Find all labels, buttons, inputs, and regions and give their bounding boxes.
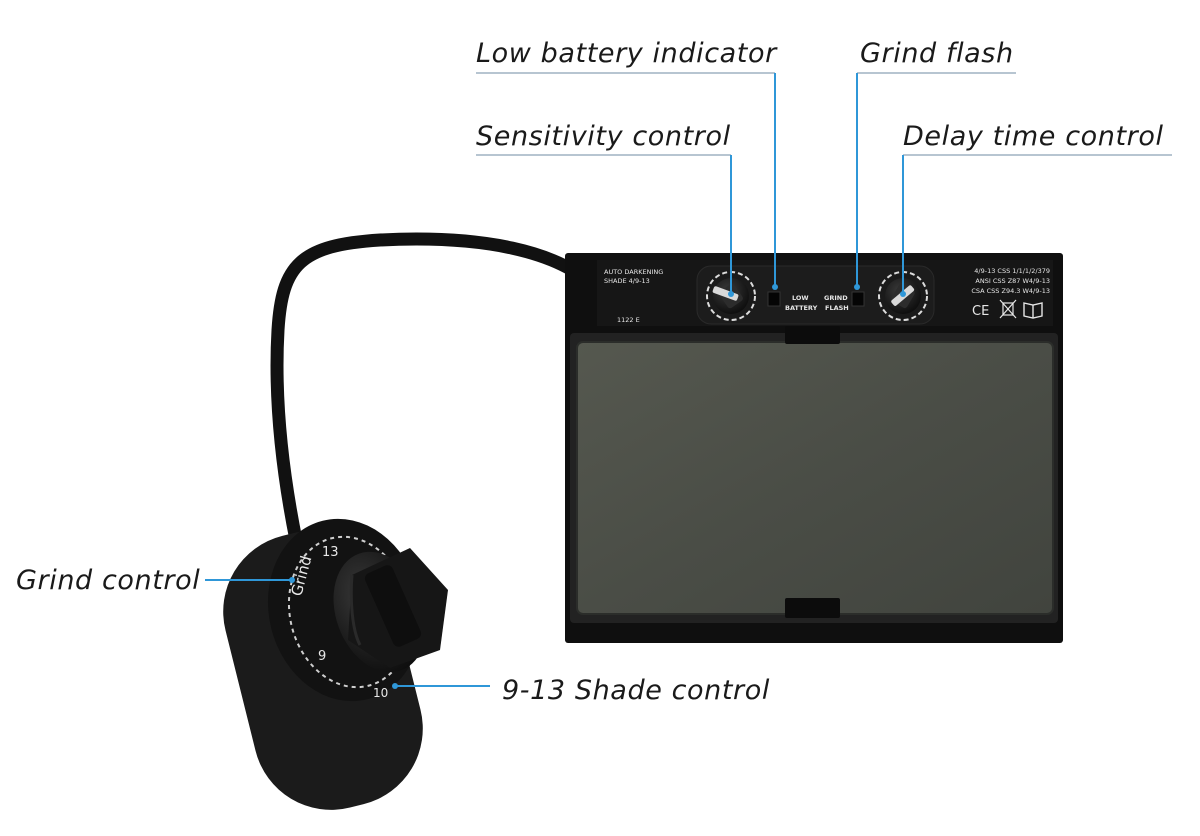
grind-flash-dot xyxy=(854,284,860,290)
grind-control-dot xyxy=(289,577,295,583)
battery-label: BATTERY xyxy=(785,304,818,312)
filter-cartridge: AUTO DARKENING SHADE 4/9-13 1122 E LOW B… xyxy=(565,253,1063,643)
low-label: LOW xyxy=(792,294,809,302)
shade-control-label: 9-13 Shade control xyxy=(502,675,770,706)
remote-control: Grind 13 9 10 xyxy=(223,518,448,810)
lens-bottom-clip xyxy=(785,598,840,618)
lens-window xyxy=(576,341,1054,615)
weee-bin-icon xyxy=(999,299,1017,319)
shade-mark-13: 13 xyxy=(322,545,339,560)
model-number: 1122 E xyxy=(617,316,640,324)
lens-top-clip xyxy=(785,326,840,344)
brand-line-1: AUTO DARKENING xyxy=(604,268,663,276)
low-battery-dot xyxy=(772,284,778,290)
low-battery-led xyxy=(767,291,781,307)
sensitivity-dot xyxy=(728,291,734,297)
control-strip xyxy=(696,265,935,325)
grind-control-label: Grind control xyxy=(16,565,200,596)
remote-cable xyxy=(270,232,605,547)
spec-line-2: ANSI CSS Z87 W4/9-13 xyxy=(975,277,1050,285)
grind-flash-led xyxy=(851,291,865,307)
shade-control-dot xyxy=(392,683,398,689)
grind-label: GRIND xyxy=(824,294,848,302)
manual-book-icon xyxy=(1023,302,1043,319)
low-battery-label: Low battery indicator xyxy=(476,38,778,69)
ce-mark: CE xyxy=(972,304,989,319)
shade-mark-10: 10 xyxy=(373,686,388,700)
shade-knob[interactable] xyxy=(317,539,448,686)
spec-line-3: CSA CSS Z94.3 W4/9-13 xyxy=(971,287,1050,295)
sensitivity-label: Sensitivity control xyxy=(476,121,731,152)
spec-line-1: 4/9-13 CSS 1/1/1/2/379 xyxy=(974,267,1050,275)
shade-mark-9: 9 xyxy=(318,649,326,664)
delay-dot xyxy=(900,291,906,297)
flash-label: FLASH xyxy=(825,304,849,312)
brand-line-2: SHADE 4/9-13 xyxy=(604,277,650,285)
delay-time-label: Delay time control xyxy=(903,121,1164,152)
grind-flash-callout: Grind flash xyxy=(860,38,1014,69)
